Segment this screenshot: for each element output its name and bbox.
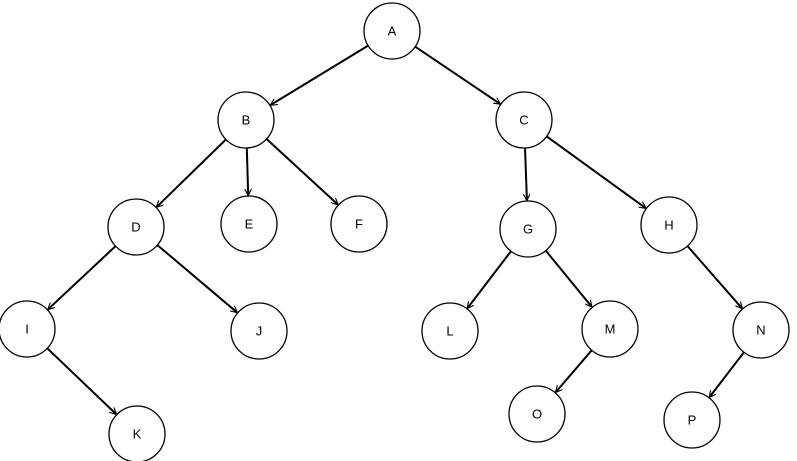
tree-node-d: D bbox=[107, 198, 165, 256]
node-circle bbox=[508, 385, 566, 443]
node-label: H bbox=[664, 218, 673, 233]
edge-b-f bbox=[265, 138, 338, 204]
tree-node-b: B bbox=[217, 91, 275, 149]
edge-g-l bbox=[468, 250, 512, 308]
node-circle bbox=[107, 198, 165, 256]
node-label: K bbox=[133, 427, 142, 442]
node-label: C bbox=[519, 113, 528, 128]
node-label: E bbox=[245, 217, 254, 232]
edge-d-i bbox=[48, 245, 117, 309]
edge-b-e bbox=[247, 147, 248, 195]
tree-node-n: N bbox=[732, 301, 790, 359]
tree-node-k: K bbox=[108, 405, 166, 461]
tree-node-o: O bbox=[508, 385, 566, 443]
edge-m-o bbox=[556, 349, 593, 392]
edge-c-h bbox=[546, 135, 646, 208]
tree-node-l: L bbox=[421, 302, 479, 360]
node-label: I bbox=[25, 322, 29, 337]
node-label: G bbox=[523, 222, 533, 237]
tree-node-g: G bbox=[499, 200, 557, 258]
edge-a-b bbox=[271, 44, 369, 105]
node-circle bbox=[363, 2, 421, 60]
node-label: A bbox=[388, 24, 397, 39]
tree-node-j: J bbox=[230, 302, 288, 360]
tree-node-c: C bbox=[495, 91, 553, 149]
edge-n-p bbox=[710, 351, 745, 397]
edge-layer bbox=[46, 44, 745, 414]
node-circle bbox=[495, 91, 553, 149]
edge-c-g bbox=[525, 147, 527, 200]
tree-node-a: A bbox=[363, 2, 421, 60]
node-circle bbox=[663, 391, 721, 449]
edge-g-m bbox=[545, 250, 592, 307]
edge-a-c bbox=[414, 45, 500, 104]
node-circle bbox=[640, 196, 698, 254]
node-circle bbox=[220, 195, 278, 253]
node-label: F bbox=[355, 217, 363, 232]
node-label: L bbox=[446, 324, 453, 339]
node-label: M bbox=[605, 322, 616, 337]
node-label: O bbox=[532, 407, 542, 422]
node-circle bbox=[421, 302, 479, 360]
node-label: D bbox=[131, 220, 140, 235]
node-circle bbox=[499, 200, 557, 258]
node-circle bbox=[581, 300, 639, 358]
node-label: N bbox=[756, 323, 765, 338]
tree-node-m: M bbox=[581, 300, 639, 358]
node-circle bbox=[732, 301, 790, 359]
node-label: J bbox=[256, 324, 263, 339]
tree-node-e: E bbox=[220, 195, 278, 253]
node-label: P bbox=[688, 413, 697, 428]
node-circle bbox=[0, 300, 56, 358]
edge-b-d bbox=[157, 138, 227, 207]
edge-i-k bbox=[46, 347, 116, 414]
edge-h-n bbox=[686, 245, 742, 308]
tree-node-h: H bbox=[640, 196, 698, 254]
edge-d-j bbox=[156, 244, 237, 312]
node-circle bbox=[330, 195, 388, 253]
node-circle bbox=[230, 302, 288, 360]
tree-node-p: P bbox=[663, 391, 721, 449]
node-label: B bbox=[242, 113, 251, 128]
tree-node-i: I bbox=[0, 300, 56, 358]
node-circle bbox=[108, 405, 166, 461]
node-circle bbox=[217, 91, 275, 149]
tree-node-f: F bbox=[330, 195, 388, 253]
